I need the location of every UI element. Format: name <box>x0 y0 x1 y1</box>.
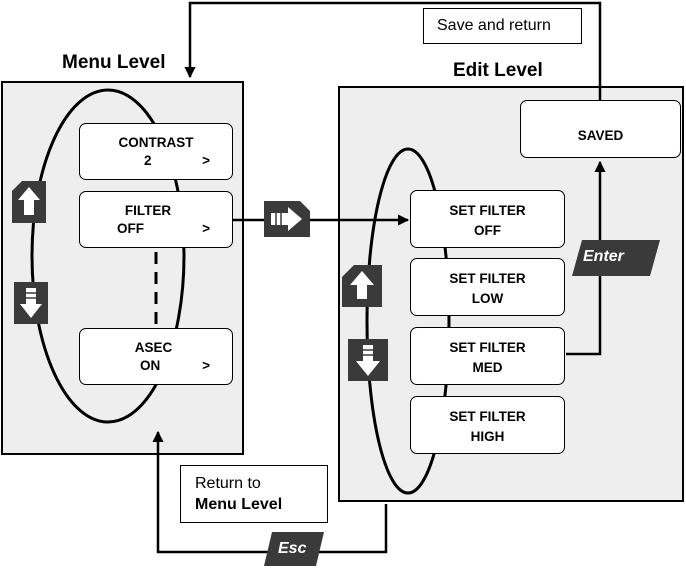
edit-item-value: LOW <box>471 291 504 306</box>
edit-item-set-filter-high[interactable]: SET FILTER HIGH <box>410 396 565 454</box>
edit-item-label: SET FILTER <box>449 203 526 218</box>
menu-item-value: ON <box>140 358 161 373</box>
menu-item-value: 2 <box>144 153 152 168</box>
edit-level-heading: Edit Level <box>453 60 543 81</box>
down-arrow-key-icon <box>14 282 48 324</box>
saved-label: SAVED <box>577 128 624 143</box>
menu-item-contrast[interactable]: CONTRAST 2 > <box>79 123 233 180</box>
save-return-arrow <box>184 1 602 100</box>
edit-item-set-filter-off[interactable]: SET FILTER OFF <box>410 190 565 248</box>
menu-item-label: CONTRAST <box>118 135 194 150</box>
edit-item-set-filter-low[interactable]: SET FILTER LOW <box>410 258 565 316</box>
chevron-right-icon: > <box>202 221 210 236</box>
menu-item-filter[interactable]: FILTER OFF > <box>79 191 233 248</box>
edit-item-set-filter-med[interactable]: SET FILTER MED <box>410 327 565 385</box>
enter-key-icon: Enter <box>572 240 660 276</box>
edit-item-label: SET FILTER <box>449 409 526 424</box>
down-arrow-key-icon <box>348 339 388 381</box>
chevron-right-icon: > <box>202 153 210 168</box>
chevron-right-icon: > <box>202 358 210 373</box>
return-to-menu-note: Return to Menu Level <box>180 465 328 523</box>
edit-item-value: MED <box>472 360 503 375</box>
edit-item-value: HIGH <box>470 429 505 444</box>
up-arrow-key-icon <box>12 181 46 223</box>
menu-cycle-ellipse <box>30 88 186 424</box>
edit-item-value: OFF <box>474 223 501 238</box>
menu-item-label: FILTER <box>124 203 172 218</box>
menu-level-heading: Menu Level <box>62 52 166 73</box>
save-and-return-note: Save and return <box>423 8 582 44</box>
menu-item-asec[interactable]: ASEC ON > <box>79 328 233 385</box>
edit-item-label: SET FILTER <box>449 271 526 286</box>
save-and-return-text: Save and return <box>437 17 551 34</box>
return-to-text: Return to <box>195 475 261 492</box>
edit-cycle-ellipse <box>365 147 451 495</box>
menu-level-text: Menu Level <box>195 496 283 513</box>
menu-item-label: ASEC <box>134 340 173 355</box>
esc-key-icon: Esc <box>264 532 324 566</box>
saved-box: SAVED <box>520 100 681 158</box>
enter-key-label: Enter <box>583 248 624 265</box>
enter-save-arrow <box>566 160 606 356</box>
menu-item-value: OFF <box>117 221 144 236</box>
esc-key-label: Esc <box>278 540 307 557</box>
edit-item-label: SET FILTER <box>449 340 526 355</box>
up-arrow-key-icon <box>342 265 382 307</box>
right-arrow-key-icon <box>264 201 310 237</box>
